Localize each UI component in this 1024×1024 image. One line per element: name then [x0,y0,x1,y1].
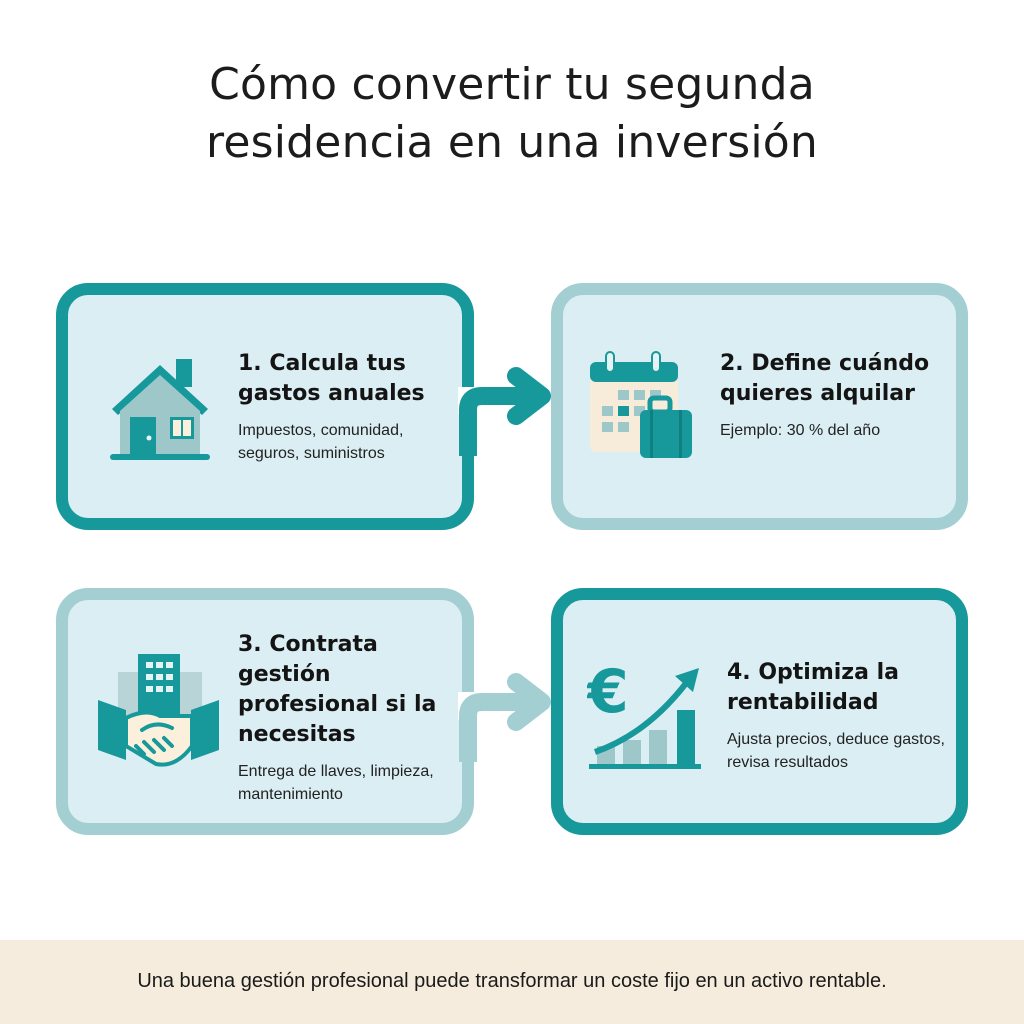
arrow-right-icon [458,366,554,465]
step-text: 3. Contrata gestión profesional si la ne… [238,630,468,806]
title-line-1: Cómo convertir tu segunda [209,59,815,110]
handshake-building-icon [96,650,221,784]
step-text: 4. Optimiza la rentabilidad Ajusta preci… [727,658,967,774]
calendar-suitcase-icon [588,350,713,469]
step-card-3: 3. Contrata gestión profesional si la ne… [56,588,476,835]
house-icon [98,351,223,470]
step-description: Impuestos, comunidad, seguros, suministr… [238,422,404,462]
step-description: Ejemplo: 30 % del año [720,422,881,439]
euro-growth-chart-icon: € [585,654,712,788]
step-title: 4. Optimiza la rentabilidad [727,660,899,715]
step-card-4: € 4. Optimiza la rentabilidad Ajusta pre… [551,588,968,835]
step-text: 1. Calcula tus gastos anuales Impuestos,… [238,349,468,465]
footer-text: Una buena gestión profesional puede tran… [137,970,887,992]
arrow-right-icon [458,672,554,771]
footer-banner: Una buena gestión profesional puede tran… [0,940,1024,1024]
step-title: 1. Calcula tus gastos anuales [238,351,425,406]
step-title: 2. Define cuándo quieres alquilar [720,351,930,406]
title-line-2: residencia en una inversión [206,117,818,168]
step-title: 3. Contrata gestión profesional si la ne… [238,632,437,747]
step-description: Ajusta precios, deduce gastos, revisa re… [727,731,945,771]
svg-text:€: € [587,657,629,727]
step-card-1: 1. Calcula tus gastos anuales Impuestos,… [56,283,476,530]
page-title: Cómo convertir tu segunda residencia en … [0,56,1024,172]
step-card-2: 2. Define cuándo quieres alquilar Ejempl… [551,283,968,530]
step-text: 2. Define cuándo quieres alquilar Ejempl… [720,349,970,442]
step-description: Entrega de llaves, limpieza, mantenimien… [238,763,434,803]
